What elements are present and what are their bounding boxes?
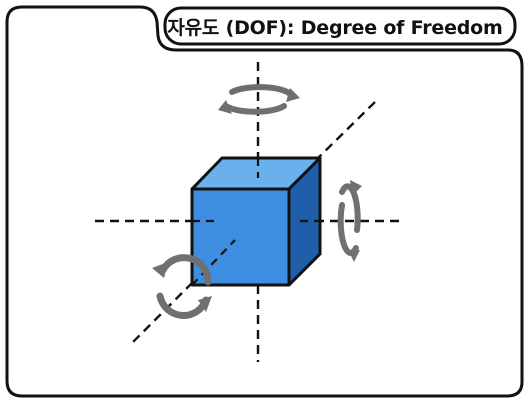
page-title: 자유도 (DOF): Degree of Freedom xyxy=(167,16,503,39)
roll-rotation-arrow-icon xyxy=(156,254,212,319)
pitch-rotation-arrow-icon xyxy=(337,183,361,256)
yaw-rotation-arrow-icon xyxy=(223,84,293,115)
depth-axis-front xyxy=(129,239,236,346)
yaw-arrow-outline xyxy=(231,86,291,95)
title-tab xyxy=(163,6,517,46)
depth-axis-back xyxy=(317,101,376,159)
